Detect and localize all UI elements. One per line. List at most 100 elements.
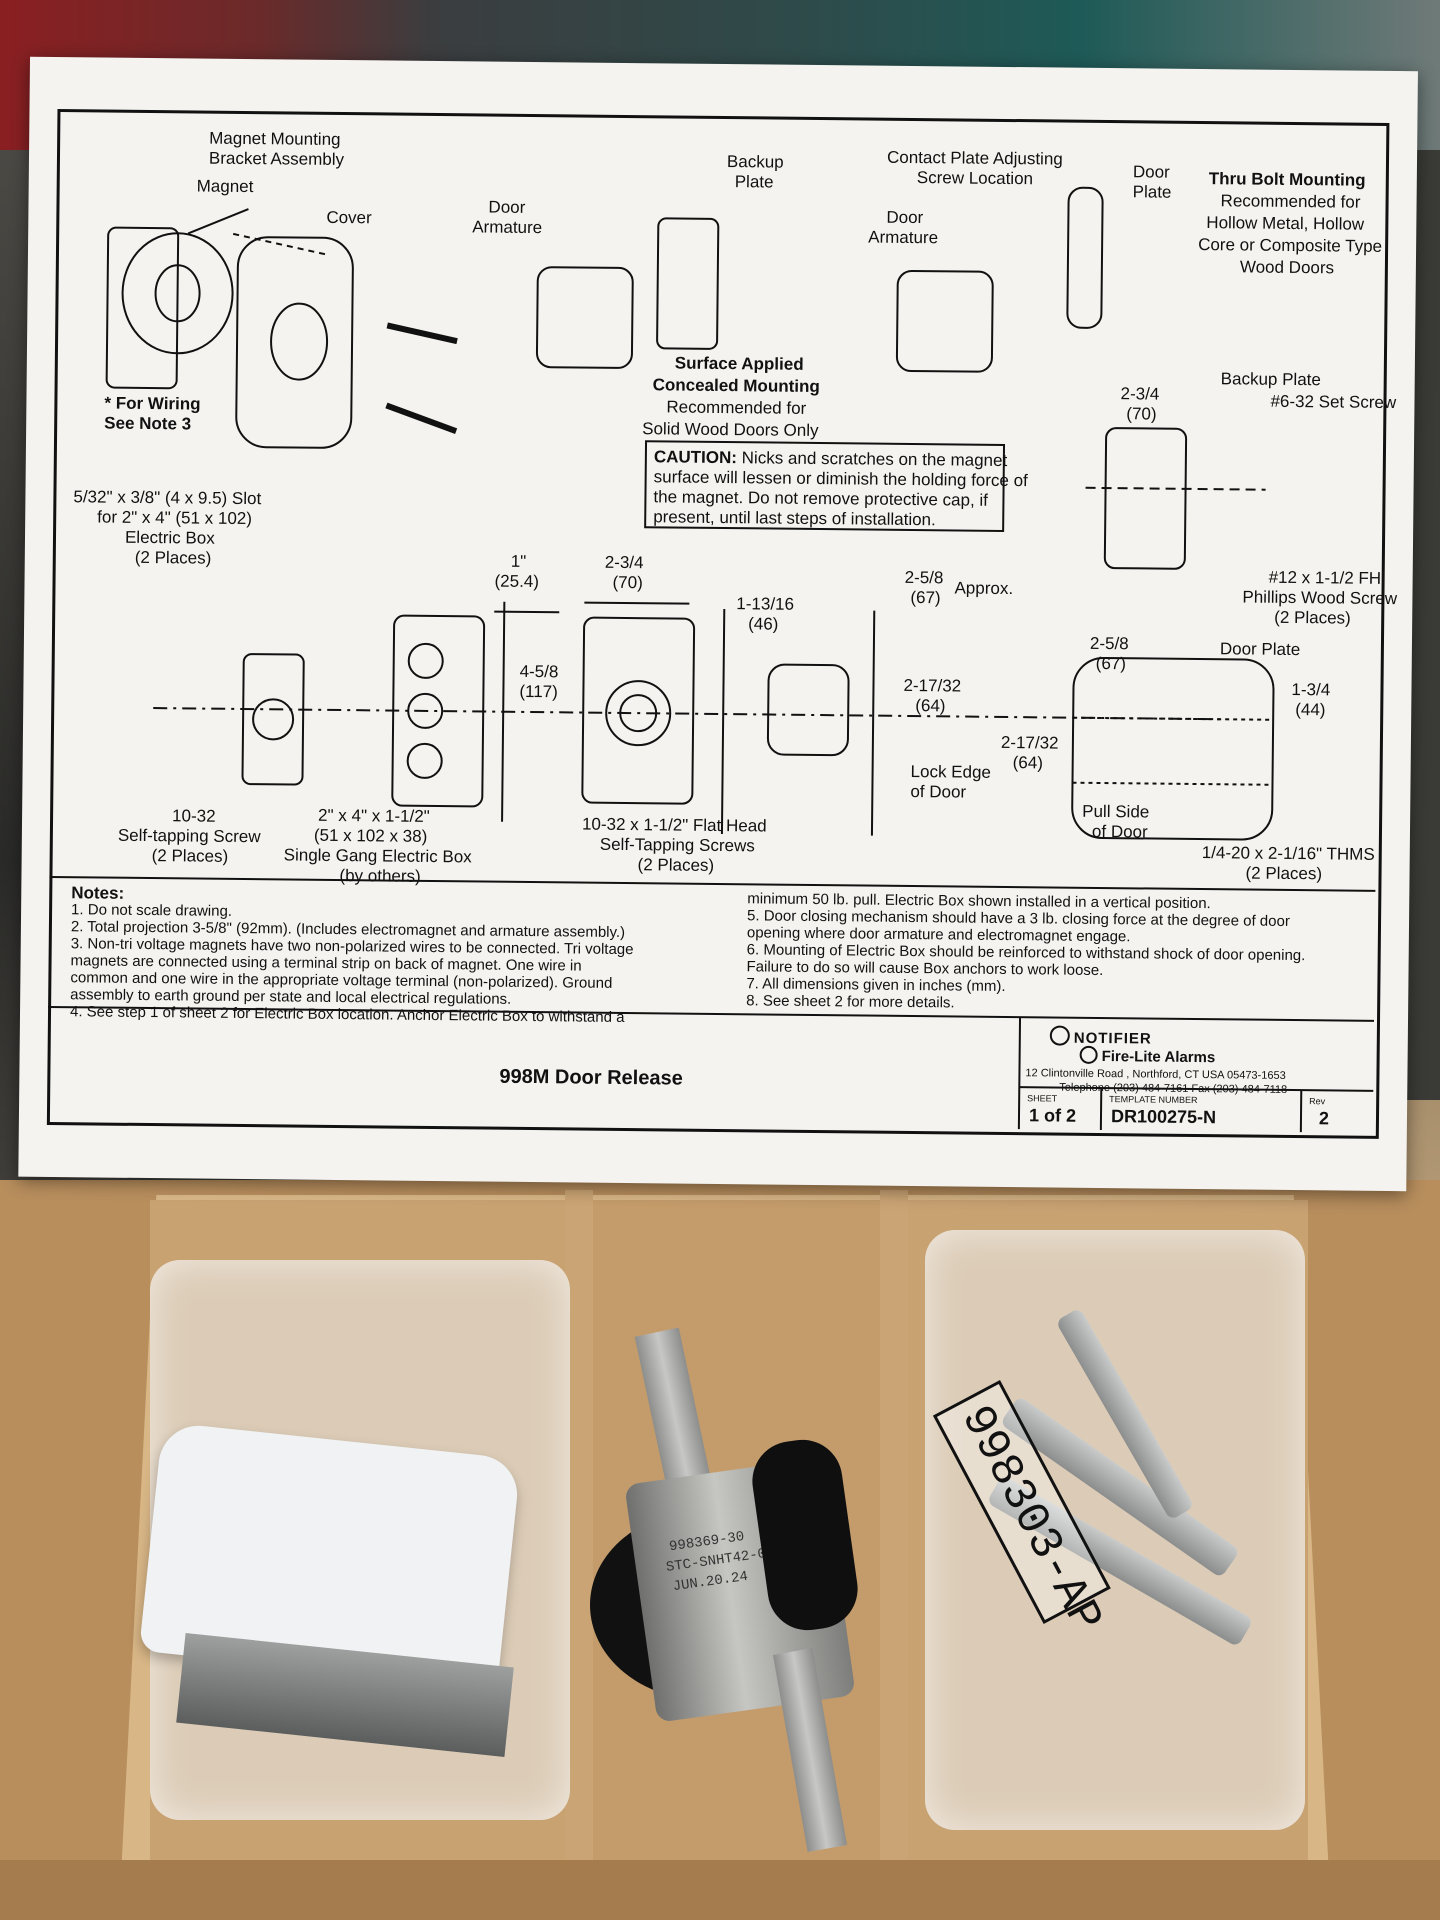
technical-drawing [48,186,1376,1133]
dim: 1-3/4 [1291,679,1331,700]
label-door: Door [886,207,924,228]
dim: (67) [1095,653,1127,674]
label-see-note: See Note 3 [104,413,192,434]
door-section-lower [1071,657,1275,841]
notifier-logo-icon [1049,1025,1070,1046]
thru-bolt-title: Thru Bolt Mounting [1208,169,1366,190]
product-title: 998M Door Release [499,1065,683,1090]
plastic-bag-hardware [925,1230,1305,1830]
dim: (70) [612,572,643,593]
label-cover: Cover [326,207,372,228]
box-front-drawing [241,653,305,786]
label-lock-edge: Lock Edge [910,761,992,782]
caution-line: present, until last steps of installatio… [653,507,936,530]
label-magnet: Magnet [196,176,254,197]
label-pull-side: of Door [1091,821,1148,842]
label-plate: Plate [734,172,774,192]
label-gang-box: Single Gang Electric Box [283,845,472,867]
caution-line: Nicks and scratches on the magnet [736,448,1008,470]
label-self-tapping: (2 Places) [151,846,229,866]
dim: (67) [910,587,941,608]
label-slot: 5/32" x 3/8" (4 x 9.5) Slot [73,487,262,509]
dim: 2-17/32 [903,675,962,696]
label-door: Door [1132,162,1170,182]
caution-line: the magnet. Do not remove protective cap… [653,487,989,510]
box-divider [880,1190,908,1870]
magnet-drawing [121,232,234,355]
label-backup-plate: Backup Plate [1220,369,1322,390]
label-thms: (2 Places) [1245,863,1323,884]
dim: 1-13/16 [736,594,795,614]
dim: 2-3/4 [1120,384,1160,404]
door-section [1103,427,1188,570]
label-gang-box: 2" x 4" x 1-1/2" [318,805,430,826]
sheet-label: SHEET [1027,1093,1058,1104]
dim: (117) [519,681,558,702]
thru-bolt-line: Hollow Metal, Hollow [1206,213,1365,234]
label-wood-screw: Phillips Wood Screw [1242,587,1398,609]
cover-drawing [235,236,354,449]
dim: 2-17/32 [1000,732,1059,753]
caution-line: surface will lessen or diminish the hold… [653,467,1028,491]
label-set-screw: #6-32 Set Screw [1270,391,1397,413]
dim: (46) [748,614,779,634]
label-self-tapping: 10-32 [171,806,216,826]
dim: 2-3/4 [604,552,644,573]
sheet-value: 1 of 2 [1028,1105,1077,1126]
dim: (25.4) [494,571,540,592]
notes-right: minimum 50 lb. pull. Electric Box shown … [746,890,1306,1015]
armature-drawing [535,266,634,369]
dim: 1" [510,551,527,571]
door-plate-drawing [1066,186,1104,329]
label-gang-box: (51 x 102 x 38) [313,825,428,846]
label-bracket-assembly: Bracket Assembly [208,148,345,170]
label-flat-head: (2 Places) [637,855,715,875]
label-door-plate: Door Plate [1219,639,1301,660]
company-address: 12 Clintonville Road , Northford, CT USA… [1025,1067,1286,1082]
surface-applied-title: Surface Applied [674,353,804,374]
dim: (44) [1295,700,1326,720]
caution-label: CAUTION: [653,447,738,468]
surface-applied-line: Recommended for [666,397,807,418]
dim: (70) [1126,404,1157,424]
label-screw-location: Screw Location [916,168,1034,189]
thru-bolt-line: Wood Doors [1239,257,1335,278]
box-front-flap [0,1860,1440,1920]
brand-firelite: Fire-Lite Alarms [1079,1045,1216,1067]
label-wood-screw: #12 x 1-1/2 FH [1268,567,1382,588]
label-slot: Electric Box [124,527,215,548]
instruction-sheet: Magnet Mounting Bracket Assembly Magnet … [18,56,1418,1192]
screw-drawing [386,322,458,345]
label-wood-screw: (2 Places) [1274,607,1351,628]
dim: (64) [1012,753,1044,773]
brand-name: Fire-Lite Alarms [1101,1048,1216,1067]
label-self-tapping: Self-tapping Screw [117,825,261,847]
label-slot: for 2" x 4" (51 x 102) [97,507,253,529]
dim: Approx. [954,578,1014,599]
surface-applied-line: Solid Wood Doors Only [642,419,819,441]
notes-title: Notes: [71,883,125,903]
label-contact-plate: Contact Plate Adjusting [886,147,1063,169]
armature-front-drawing [766,663,850,757]
label-flat-head: Self-Tapping Screws [599,834,755,856]
dim: 2-5/8 [1089,633,1129,654]
backup-plate-drawing [656,217,720,350]
label-magnet-mounting: Magnet Mounting [209,128,341,149]
thru-bolt-line: Recommended for [1220,191,1361,212]
caution-box [644,440,1006,532]
label-armature: Armature [472,217,543,238]
template-label: TEMPLATE NUMBER [1109,1094,1198,1106]
label-armature: Armature [868,227,939,248]
label-thms: 1/4-20 x 2-1/16" THMS [1201,843,1375,864]
template-value: DR100275-N [1110,1106,1217,1128]
surface-applied-title: Concealed Mounting [652,375,820,397]
magnet-front-drawing [581,616,696,805]
dim: 4-5/8 [519,661,559,682]
armature-drawing [895,269,994,373]
firelite-logo-icon [1079,1045,1098,1064]
rev-value: 2 [1318,1108,1330,1129]
thru-bolt-line: Core or Composite Type [1198,234,1383,256]
label-lock-edge: of Door [910,781,967,802]
label-door: Door [488,197,526,217]
dim: 2-5/8 [904,567,944,588]
